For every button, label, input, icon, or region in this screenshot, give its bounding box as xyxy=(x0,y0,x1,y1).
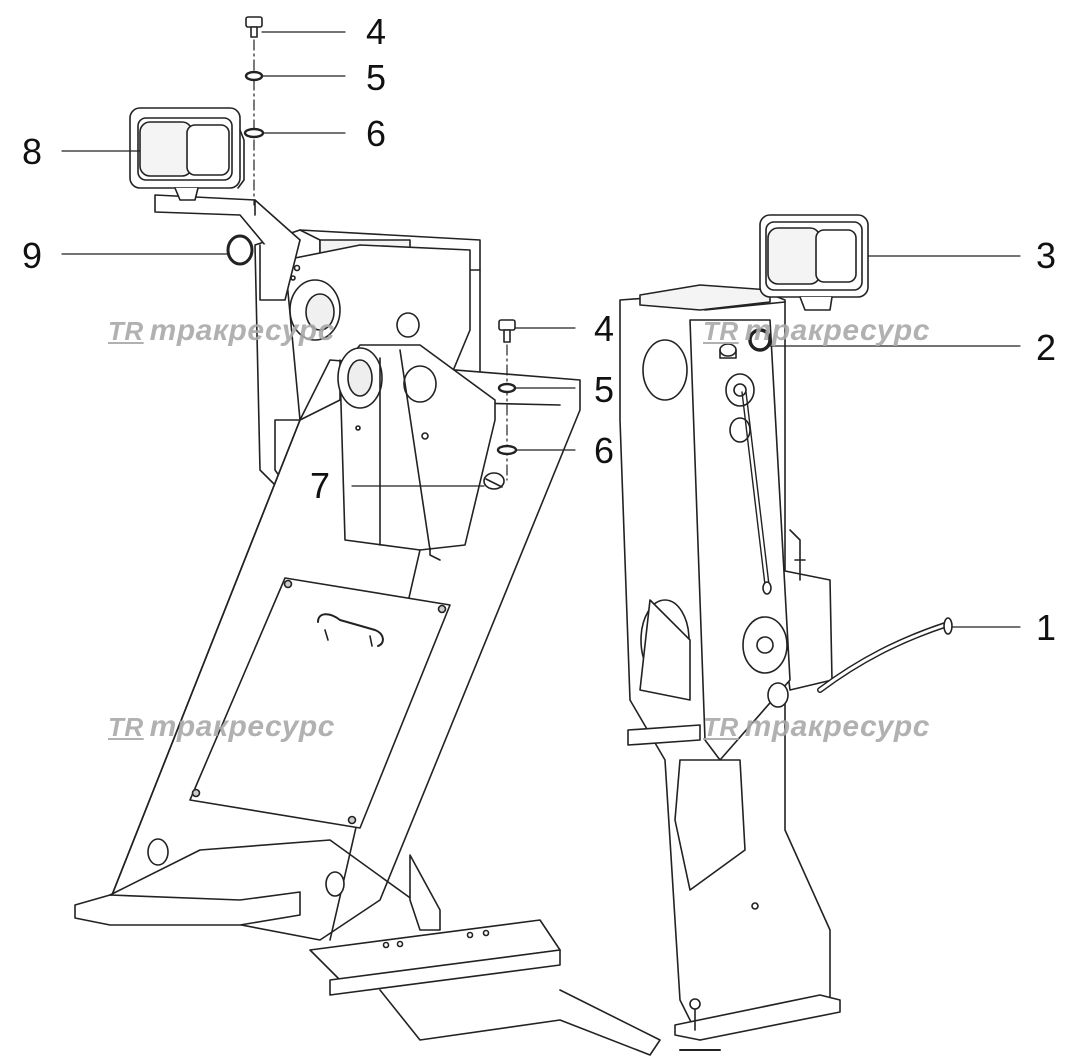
callout-5-top: 5 xyxy=(366,57,387,98)
leader-lines xyxy=(61,31,1021,628)
callout-6-top: 6 xyxy=(366,113,387,154)
callout-3: 3 xyxy=(1036,235,1057,276)
bolt-stack-top xyxy=(243,16,265,206)
callout-1: 1 xyxy=(1036,607,1057,648)
frame-base xyxy=(74,839,661,1056)
callout-9: 9 xyxy=(22,235,43,276)
callout-8: 8 xyxy=(22,131,43,172)
work-light-3 xyxy=(759,214,869,311)
callout-5-middle: 5 xyxy=(594,369,615,410)
callout-2: 2 xyxy=(1036,327,1057,368)
bolt-stack-middle xyxy=(483,319,518,490)
callout-4-middle: 4 xyxy=(594,308,615,349)
grommet-2 xyxy=(719,328,772,359)
work-light-8 xyxy=(129,107,245,201)
left-light-bracket xyxy=(154,194,301,301)
callout-6-middle: 6 xyxy=(594,430,615,471)
callout-7: 7 xyxy=(310,465,331,506)
boom-pin-assembly xyxy=(337,344,496,561)
callout-4-top: 4 xyxy=(366,11,387,52)
right-upright xyxy=(619,284,841,1051)
harness-cable-1 xyxy=(817,617,953,693)
